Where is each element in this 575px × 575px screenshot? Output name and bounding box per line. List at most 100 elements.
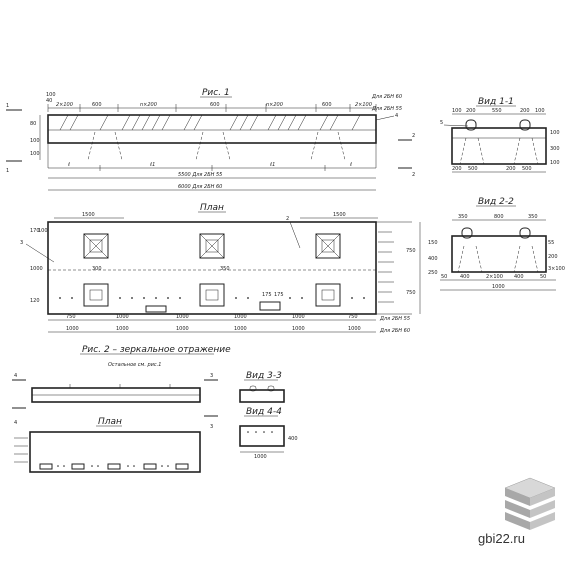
view11-bot-1: 200: [452, 166, 462, 172]
view11-side-3: 100: [550, 160, 560, 166]
plan-left-2: 100: [38, 228, 48, 234]
fig2-plan-hatching: [14, 437, 28, 463]
view22-top-2: 800: [494, 214, 504, 220]
plan-bot2-6: 1000: [348, 326, 361, 332]
plan-marker-3: 3: [20, 240, 23, 246]
view22-bot-4: 400: [514, 274, 524, 280]
view44-right: 400: [288, 436, 298, 442]
view11-bot-2: 500: [468, 166, 478, 172]
view22-left-1: 150: [428, 240, 438, 246]
fig1-marker-1b: 1: [6, 168, 9, 174]
plan-sockets-upper: [83, 233, 341, 259]
fig1-left-1: 80: [30, 121, 36, 127]
view22-title: Вид 2-2: [478, 197, 514, 207]
plan-inner-175b: 175: [274, 292, 284, 298]
fig1-small-1: 100: [46, 92, 56, 98]
plan-bot2-3: 1000: [176, 326, 189, 332]
plan-bot1-3: 1000: [176, 314, 189, 320]
plan-note-55: Для 2БН 55: [379, 316, 410, 322]
fig2-title: Рис. 2 – зеркальное отражение: [82, 345, 231, 355]
plan-bot2-2: 1000: [116, 326, 129, 332]
fig1-note-55: Для 2БН 55: [371, 106, 402, 112]
view11-title: Вид 1-1: [478, 97, 514, 107]
fig1-marker-2a: 2: [412, 133, 415, 139]
fig1-seg-3: ℓ1: [269, 162, 275, 168]
fig1-note-60: Для 2БН 60: [371, 94, 402, 100]
view22-bot-5: 50: [540, 274, 546, 280]
view11-top-2: 200: [466, 108, 476, 114]
view-1-1: Вид 1-1 100 200 550 200 100 5 200 500 20…: [440, 97, 560, 173]
plan-edge-hatching: [378, 231, 394, 303]
fig2-plan-title: План: [98, 417, 122, 427]
fig1-total-60: 6000 Для 2БН 60: [178, 184, 222, 190]
fig1-marker-1a: 1: [6, 103, 9, 109]
view11-loop-left: [465, 119, 477, 131]
gbi-logo-icon: [504, 477, 556, 530]
view11-side-2: 300: [550, 146, 560, 152]
fig2-marker-4a: 4: [14, 373, 17, 379]
view11-loop-right: [519, 119, 531, 131]
fig2: Рис. 2 – зеркальное отражение Остальное …: [12, 345, 231, 473]
view22-bot-3: 2×100: [486, 274, 503, 280]
view44-title: Вид 4-4: [246, 407, 282, 417]
fig1-dim-2: 600: [92, 102, 102, 108]
plan-note-60: Для 2БН 60: [379, 328, 410, 334]
plan-inner-175a: 175: [262, 292, 272, 298]
view11-top-4: 200: [520, 108, 530, 114]
plan-rebar-dots: [59, 297, 365, 299]
plan-right-1: 750: [406, 248, 416, 254]
plan-right-2: 750: [406, 290, 416, 296]
view11-top-5: 100: [535, 108, 545, 114]
fig1-dim-5: n×200: [266, 102, 283, 108]
view11-bot-3: 200: [506, 166, 516, 172]
plan-inner-300: 300: [92, 266, 102, 272]
view11-side-1: 100: [550, 130, 560, 136]
view22-left-3: 250: [428, 270, 438, 276]
view11-bot-4: 500: [522, 166, 532, 172]
fig1-small-2: 40: [46, 98, 52, 104]
fig1-dim-3: n×200: [140, 102, 157, 108]
fig1-total-55: 5500 Для 2БН 55: [178, 172, 222, 178]
fig1-seg-4: ℓ: [349, 162, 352, 168]
view33-title: Вид 3-3: [246, 371, 282, 381]
fig1-left-3: 100: [30, 151, 40, 157]
view11-top-1: 100: [452, 108, 462, 114]
fig1-marker-4: 4: [395, 113, 398, 119]
fig2-plan-dots: [57, 465, 169, 467]
view11-body: [451, 127, 547, 165]
view22-top-1: 350: [458, 214, 468, 220]
view22-right-2: 200: [548, 254, 558, 260]
plan-top-1: 1500: [82, 212, 95, 218]
fig1-seg-2: ℓ1: [149, 162, 155, 168]
view22-left-2: 400: [428, 256, 438, 262]
view22-bot-1: 50: [441, 274, 447, 280]
plan-left-3: 1000: [30, 266, 43, 272]
fig1-marker-2b: 2: [412, 172, 415, 178]
view-2-2: Вид 2-2 350 800 350 150 400 250 55 200 3…: [428, 197, 565, 291]
view11-top-3: 550: [492, 108, 502, 114]
fig2-subtitle: Остальное см. рис.1: [108, 362, 161, 368]
plan-bot1-1: 750: [66, 314, 76, 320]
view44-bottom: 1000: [254, 454, 267, 460]
plan-left-1: 170: [30, 228, 40, 234]
plan-marker-2: 2: [286, 216, 289, 222]
plan-bot2-4: 1000: [234, 326, 247, 332]
plan-bot1-2: 1000: [116, 314, 129, 320]
fig1-dim-7: 2×100: [355, 102, 372, 108]
plan-bot1-6: 750: [348, 314, 358, 320]
plan-bot1-5: 1000: [292, 314, 305, 320]
plan-bot1-4: 1000: [234, 314, 247, 320]
fig1-hatching: [59, 114, 361, 131]
fig1-block-body: [47, 114, 377, 144]
plan-title: План: [200, 203, 224, 213]
view33-body: [239, 389, 285, 403]
fig1-dim-4: 600: [210, 102, 220, 108]
view22-right-1: 55: [548, 240, 554, 246]
fig1-title: Рис. 1: [202, 88, 230, 98]
view44-body: [239, 425, 285, 447]
plan-bot2-1: 1000: [66, 326, 79, 332]
view22-top-3: 350: [528, 214, 538, 220]
fig2-marker-3a: 3: [210, 373, 213, 379]
fig2-marker-4b: 4: [14, 420, 17, 426]
